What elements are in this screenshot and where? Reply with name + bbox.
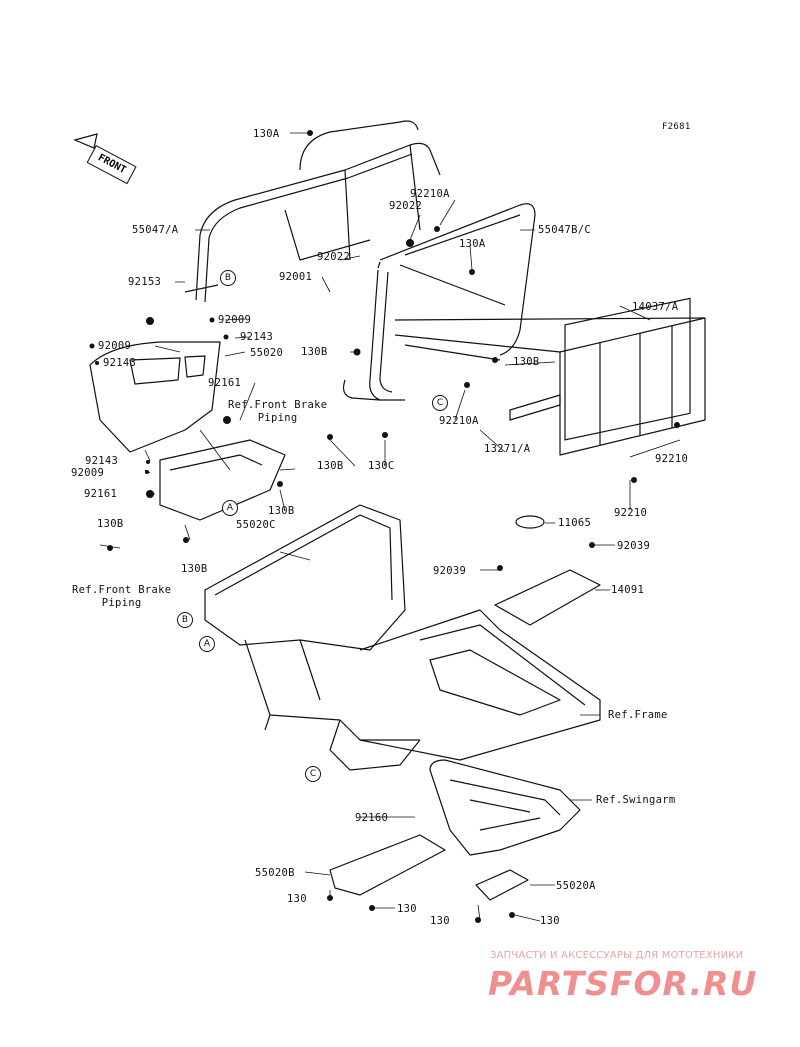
part-label: 92153 (128, 276, 162, 288)
part-label: 92143 (240, 331, 274, 343)
part-label: 55020B (255, 867, 295, 879)
part-label: 130A (253, 128, 280, 140)
callout-a: A (222, 500, 238, 516)
part-label: 130 (287, 893, 307, 905)
part-label: 130B (513, 356, 540, 368)
part-label: 92022 (317, 251, 351, 263)
part-label: 92009 (218, 314, 252, 326)
part-label: 92143 (103, 357, 137, 369)
part-label: 130C (368, 460, 395, 472)
part-label: 92001 (279, 271, 313, 283)
part-label: 92009 (71, 467, 105, 479)
part-label: 92039 (433, 565, 467, 577)
part-label: 130 (540, 915, 560, 927)
part-label: 92022 (389, 200, 423, 212)
front-arrow-icon (73, 133, 98, 149)
part-label: 14091 (611, 584, 645, 596)
part-label: 130B (97, 518, 124, 530)
callout-b: B (177, 612, 193, 628)
part-label: 55020A (556, 880, 596, 892)
callout-c: C (432, 395, 448, 411)
part-label: 92009 (98, 340, 132, 352)
part-label: 11065 (558, 517, 592, 529)
callout-a: A (199, 636, 215, 652)
callout-b: B (220, 270, 236, 286)
part-label: 55047/A (132, 224, 179, 236)
part-label: 130 (397, 903, 417, 915)
part-label: 55047B/C (538, 224, 591, 236)
part-label: 92210A (410, 188, 450, 200)
part-label: 55020 (250, 347, 284, 359)
ref-frame: Ref.Frame (608, 709, 668, 721)
part-label: 14037/A (632, 301, 679, 313)
part-label: 92039 (617, 540, 651, 552)
part-label: 130B (181, 563, 208, 575)
part-label: 130A (459, 238, 486, 250)
figure-code: F2681 (662, 122, 691, 132)
part-label: 92160 (355, 812, 389, 824)
ref-front-brake-piping: Ref.Front Brake Piping (72, 584, 172, 609)
callout-c: C (305, 766, 321, 782)
part-label: 92161 (208, 377, 242, 389)
part-label: 92161 (84, 488, 118, 500)
part-label: 130B (317, 460, 344, 472)
watermark-logo: PARTSFOR.RU (488, 964, 758, 1003)
part-label: 130B (268, 505, 295, 517)
part-label: 130 (430, 915, 450, 927)
part-label: 92143 (85, 455, 119, 467)
ref-front-brake-piping: Ref.Front Brake Piping (228, 399, 328, 424)
part-label: 92210A (439, 415, 479, 427)
part-label: 55020C (236, 519, 276, 531)
ref-swingarm: Ref.Swingarm (596, 794, 676, 806)
part-label: 92210 (614, 507, 648, 519)
part-label: 130B (301, 346, 328, 358)
watermark-tagline: ЗАПЧАСТИ И АКСЕССУАРЫ ДЛЯ МОТОТЕХНИКИ (490, 950, 744, 961)
part-label: 13271/A (484, 443, 531, 455)
part-label: 92210 (655, 453, 689, 465)
